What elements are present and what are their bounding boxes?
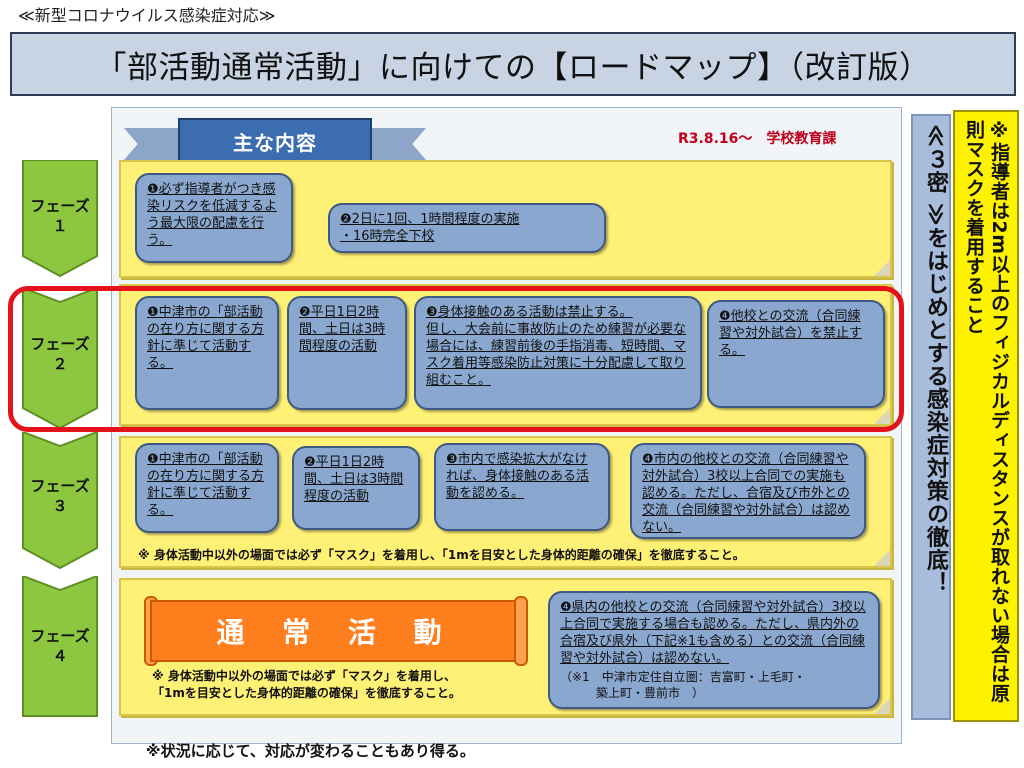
arrow-shape-icon [22, 432, 98, 570]
phase-3-label: フェーズ ３ [30, 477, 90, 515]
phase-2-highlight-ring [8, 286, 904, 432]
phase-1-item-1: ❶必ず指導者がつき感染リスクを低減するよう最大限の配慮を行う。 [135, 173, 293, 263]
phase-2-item-1: ❶中津市の「部活動の在り方に関する方針に準じて活動する。 [135, 296, 279, 410]
side-banner-yellow-text: ※指導者は2m以上のフィジカルディスタンスが取れない場合は原則マスクを着用するこ… [963, 120, 1010, 704]
phase-4-note: ※ 身体活動中以外の場面では必ず「マスク」を着用し、 「1mを目安とした身体的距… [152, 669, 461, 700]
phase-4-item-1: ❹県内の他校との交流（合同練習や対外試合）3校以上合同で実施する場合も認める。た… [548, 591, 880, 709]
side-banner-blue: ≪３密 ≫をはじめとする感染症対策の徹底！ [911, 114, 951, 720]
phase-2-item-3: ❸身体接触のある活動は禁止する。 但し、大会前に事故防止のため練習が必要な場合に… [414, 296, 702, 410]
header-subtitle: ≪新型コロナウイルス感染症対応≫ [18, 6, 276, 25]
side-banner-yellow: ※指導者は2m以上のフィジカルディスタンスが取れない場合は原則マスクを着用するこ… [953, 110, 1019, 722]
phase-3-note: ※ 身体活動中以外の場面では必ず「マスク」を着用し、「1mを目安とした身体的距離… [138, 548, 745, 562]
arrow-shape-icon [22, 576, 98, 717]
page-fold [874, 550, 890, 566]
page-fold [874, 260, 890, 276]
phase-3-item-3: ❸市内で感染拡大がなければ、身体接触のある活動を認める。 [434, 443, 610, 531]
phase-3-item-4: ❹市内の他校との交流（合同練習や対外試合）3校以上合同での実施も認める。ただし、… [630, 443, 866, 539]
phase-3-item-1: ❶中津市の「部活動の在り方に関する方針に準じて活動する。 [135, 443, 279, 533]
normal-activity-banner: 通 常 活 動 [150, 600, 522, 662]
phase-4-label: フェーズ ４ [30, 627, 90, 665]
phase-1-item-2: ❷2日に1回、1時間程度の実施 ・16時完全下校 [328, 203, 606, 253]
page-title: 「部活動通常活動」に向けての【ロードマップ】（改訂版） [10, 32, 1016, 96]
phase-2-item-4: ❹他校との交流（合同練習や対外試合）を禁止する。 [707, 300, 885, 408]
side-banner-blue-text: ≪３密 ≫をはじめとする感染症対策の徹底！ [923, 124, 948, 595]
phase-4-footnote: （※1 中津市定住自立圏：吉富町・上毛町・ 築上町・豊前市 ） [560, 670, 806, 700]
arrow-shape-icon [22, 160, 98, 278]
scroll-edge-right [514, 596, 528, 666]
phase-4-arrow: フェーズ ４ [17, 576, 103, 718]
arrow-shape-icon [22, 288, 98, 430]
ribbon-banner: 主な内容 [178, 118, 372, 164]
footer-note: ※状況に応じて、対応が変わることもあり得る。 [146, 742, 475, 760]
phase-1-label: フェーズ １ [30, 197, 90, 235]
phase-1-arrow: フェーズ １ [17, 160, 103, 278]
date-label: R3.8.16～ 学校教育課 [678, 131, 837, 147]
phase-2-label: フェーズ ２ [30, 335, 90, 373]
phase-2-item-2: ❷平日1日2時間、土日は3時間程度の活動 [287, 296, 407, 410]
phase-3-item-2: ❷平日1日2時間、土日は3時間程度の活動 [292, 446, 420, 530]
phase-3-arrow: フェーズ ３ [17, 432, 103, 570]
phase-2-arrow: フェーズ ２ [17, 288, 103, 430]
